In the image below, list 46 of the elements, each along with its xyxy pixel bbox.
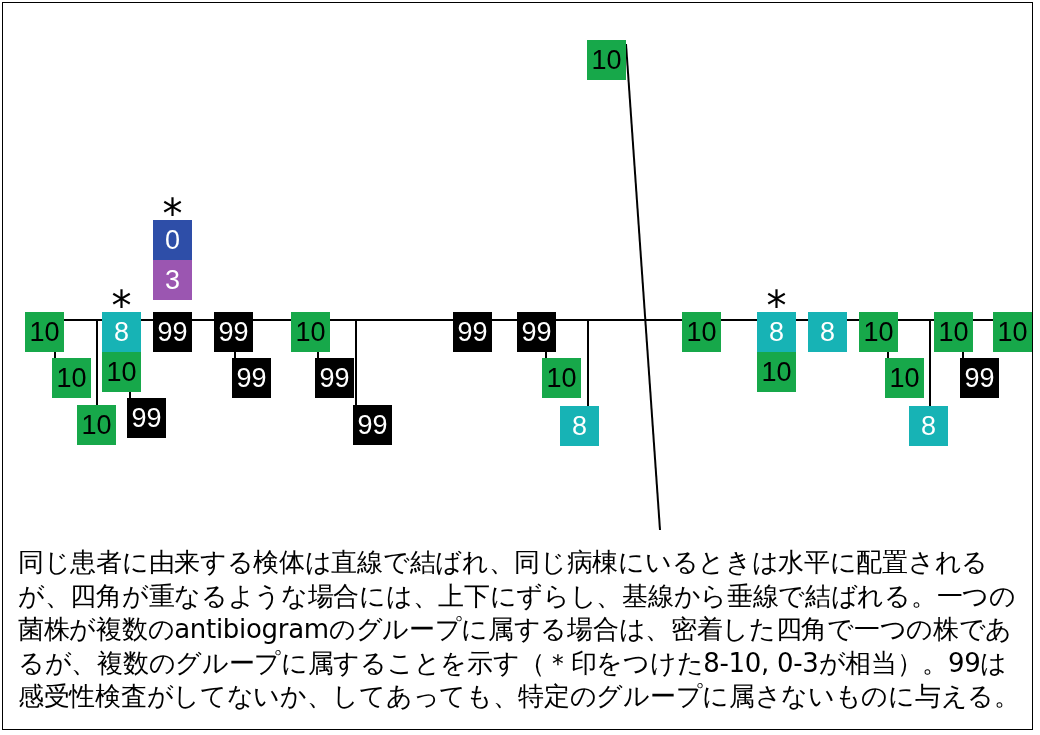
group-box: 10 — [25, 312, 64, 352]
connector-line — [129, 391, 131, 399]
ungrouped-box: 99 — [517, 312, 556, 352]
connector-line — [191, 319, 215, 321]
connector-line — [897, 319, 931, 407]
ungrouped-box: 99 — [353, 405, 392, 445]
connector-line — [887, 351, 889, 359]
connector-line — [317, 351, 319, 359]
group-box: 10 — [885, 358, 924, 398]
group-box: 10 — [934, 312, 973, 352]
connector-line — [491, 319, 518, 321]
group-box: 10 — [859, 312, 898, 352]
connector-line — [329, 319, 357, 406]
group-box: 8 — [909, 406, 948, 446]
group-box: 10 — [291, 312, 330, 352]
connector-line — [234, 351, 236, 359]
group-box: 8 — [808, 312, 847, 352]
ungrouped-box: 99 — [315, 358, 354, 398]
connector-line — [54, 351, 56, 359]
connector-line — [252, 319, 292, 321]
group-box: 10 — [77, 405, 116, 445]
connector-line — [720, 319, 758, 321]
group-box: 10 — [757, 352, 796, 392]
connector-line — [962, 351, 964, 359]
connector-line — [972, 319, 994, 321]
group-box: 3 — [153, 260, 192, 300]
connector-line — [545, 351, 547, 359]
connector-line — [555, 319, 589, 407]
group-box: 10 — [102, 352, 141, 392]
ungrouped-box: 99 — [960, 358, 999, 398]
group-box: 10 — [542, 358, 581, 398]
connector-line — [846, 319, 860, 321]
group-box: 10 — [587, 40, 626, 80]
group-box: 10 — [682, 312, 721, 352]
caption-text: 同じ患者に由来する検体は直線で結ばれ、同じ病棟にいるときは水平に配置されるが、四角が重なるような場合には、上下にずらし、基線から垂線で結ばれる。一つの菌株が複数のantibiogramのグループに属する場合は、密着した四角で一つの株であるが、複数のグループに属することを示す（＊印をつけた8-10, 0-3が相当）。99は感受性検査がしてないか、してあっても、特定のグループに属さないものに与える。 — [18, 546, 1021, 713]
connector-line — [140, 319, 154, 321]
connector-line — [63, 319, 98, 406]
connector-line — [795, 319, 809, 321]
group-box: 10 — [993, 312, 1032, 352]
ungrouped-box: 99 — [453, 312, 492, 352]
group-box: 10 — [52, 358, 91, 398]
group-box: 8 — [560, 406, 599, 446]
ungrouped-box: 99 — [214, 312, 253, 352]
ungrouped-box: 99 — [153, 312, 192, 352]
ungrouped-box: 99 — [232, 358, 271, 398]
ungrouped-box: 99 — [127, 398, 166, 438]
